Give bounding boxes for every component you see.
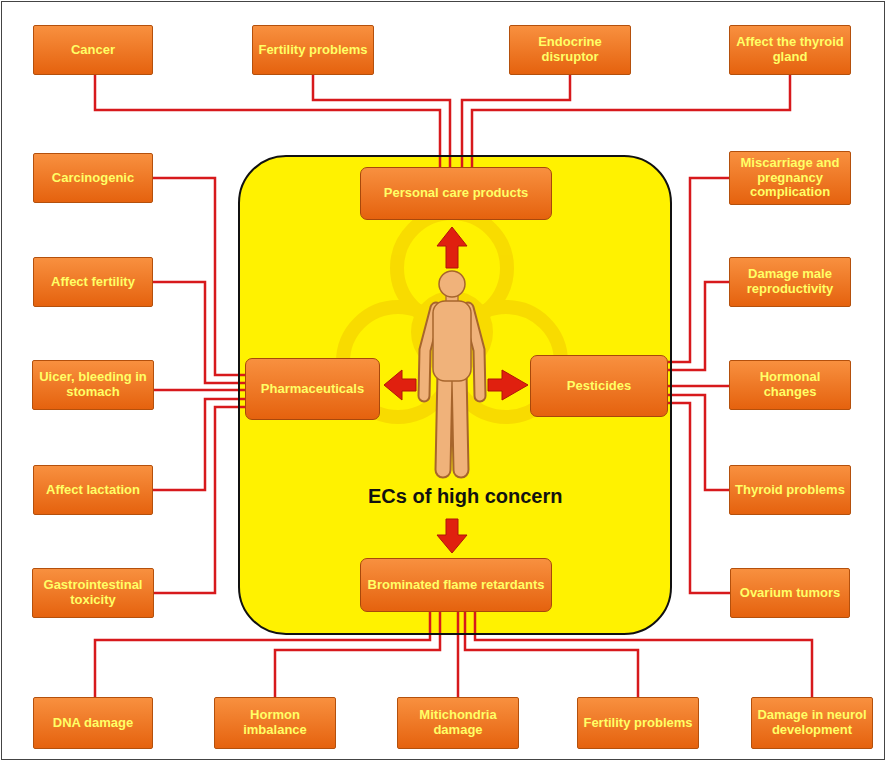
box-label: Mitichondria damage: [402, 708, 514, 737]
connector-line: [275, 612, 440, 697]
box-label: Pharmaceuticals: [261, 382, 364, 397]
box-label: Fertility problems: [258, 43, 367, 58]
box-label: Damage in neurol development: [756, 708, 868, 737]
left-arrow: [384, 370, 416, 400]
figure-head: [439, 271, 465, 297]
box-label: Pesticides: [567, 379, 631, 394]
box-label: Brominated flame retardants: [368, 578, 545, 593]
human-figure: [424, 271, 480, 470]
box-label: Endocrine disruptor: [514, 35, 626, 64]
effect-box: Damage in neurol development: [751, 697, 873, 749]
effect-box: Fertility problems: [252, 25, 374, 75]
box-label: Affect fertility: [51, 275, 135, 290]
box-label: Hormonal changes: [734, 370, 846, 399]
effect-box: Affect lactation: [33, 465, 153, 515]
box-label: Damage male reproductivity: [734, 267, 846, 296]
hazard-panel: ECs of high concern Personal care product…: [238, 155, 672, 635]
connector-line: [457, 612, 460, 697]
box-label: Ovarium tumors: [740, 586, 840, 601]
connector-line: [153, 399, 245, 490]
box-label: DNA damage: [53, 716, 133, 731]
figure-leg: [443, 372, 445, 470]
effect-box: Cancer: [33, 25, 153, 75]
panel-title: ECs of high concern: [368, 485, 562, 508]
connector-line: [95, 612, 430, 697]
effect-box: Endocrine disruptor: [509, 25, 631, 75]
effect-box: Damage male reproductivity: [729, 257, 851, 307]
source-box: Personal care products: [360, 167, 552, 220]
effect-box: Carcinogenic: [33, 153, 153, 203]
box-label: Gastrointestinal toxicity: [37, 578, 149, 607]
connector-line: [313, 75, 450, 167]
up-arrow: [437, 227, 467, 268]
box-label: Affect the thyroid gland: [734, 35, 846, 64]
connector-line: [462, 75, 570, 167]
effect-box: Ovarium tumors: [730, 568, 850, 618]
source-box: Brominated flame retardants: [360, 558, 552, 612]
box-label: Miscarriage and pregnancy complication: [734, 156, 846, 200]
effect-box: Mitichondria damage: [397, 697, 519, 749]
connector-line: [154, 407, 245, 593]
box-label: Affect lactation: [46, 483, 140, 498]
box-label: Cancer: [71, 43, 115, 58]
box-label: Thyroid problems: [735, 483, 845, 498]
figure-torso: [433, 301, 471, 381]
connector-line: [154, 389, 245, 392]
connector-line: [668, 395, 729, 490]
connector-line: [465, 612, 638, 697]
connector-line: [668, 282, 729, 370]
connector-line: [668, 385, 729, 388]
right-arrow: [488, 370, 528, 400]
panel-fill: [239, 156, 671, 634]
connector-line: [153, 178, 245, 375]
effect-box: Miscarriage and pregnancy complication: [729, 151, 851, 205]
effect-box: Affect the thyroid gland: [729, 25, 851, 75]
source-box: Pesticides: [530, 355, 668, 417]
effect-box: Uicer, bleeding in stomach: [32, 360, 154, 410]
connector-line: [475, 612, 812, 697]
box-label: Uicer, bleeding in stomach: [37, 370, 149, 399]
effect-box: Affect fertility: [33, 257, 153, 307]
effect-box: Hormon imbalance: [214, 697, 336, 749]
connector-line: [668, 403, 730, 593]
effect-box: DNA damage: [33, 697, 153, 749]
connector-line: [668, 178, 729, 362]
source-box: Pharmaceuticals: [245, 358, 380, 420]
effect-box: Hormonal changes: [729, 360, 851, 410]
box-label: Hormon imbalance: [219, 708, 331, 737]
figure-leg: [459, 372, 461, 470]
connector-line: [153, 282, 245, 383]
down-arrow: [437, 519, 467, 553]
effect-box: Thyroid problems: [729, 465, 851, 515]
box-label: Fertility problems: [583, 716, 692, 731]
effect-box: Gastrointestinal toxicity: [32, 568, 154, 618]
figure-leg: [443, 372, 445, 470]
box-label: Personal care products: [384, 186, 529, 201]
figure-leg: [459, 372, 461, 470]
effect-box: Fertility problems: [577, 697, 699, 749]
box-label: Carcinogenic: [52, 171, 134, 186]
